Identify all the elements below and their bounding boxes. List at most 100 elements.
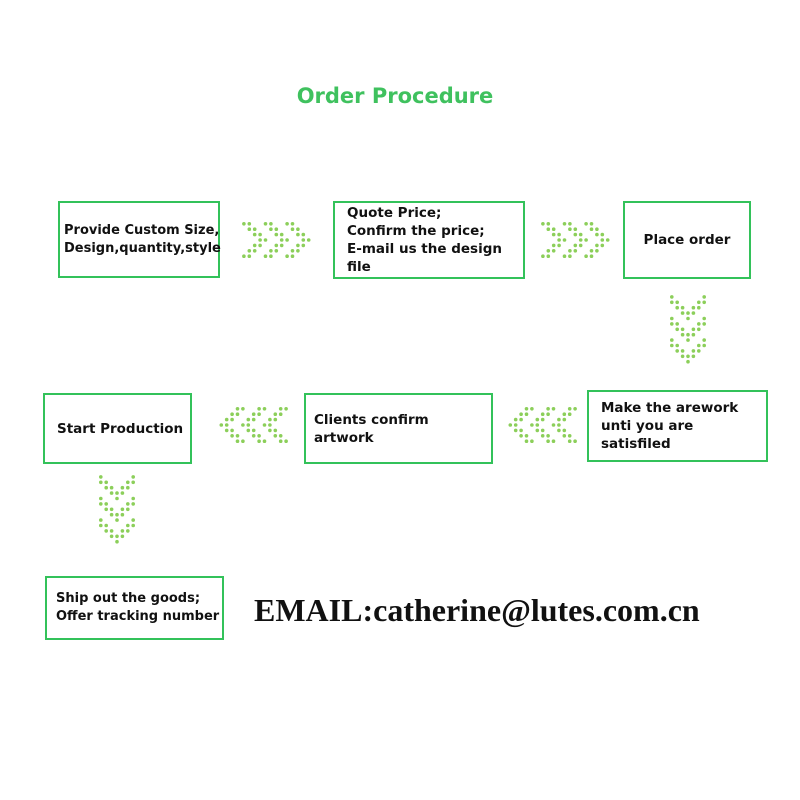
arrow-dot xyxy=(296,249,300,253)
arrow-dot xyxy=(224,423,229,427)
step-place-order: Place order xyxy=(623,201,751,279)
arrow-dot xyxy=(104,502,108,506)
arrow-dot xyxy=(697,349,701,353)
arrow-dot xyxy=(557,232,561,237)
arrow-dot xyxy=(675,349,679,353)
arrow-dot xyxy=(519,428,523,433)
arrow-dot xyxy=(562,238,567,242)
arrow-dot xyxy=(530,423,534,427)
arrow-dot xyxy=(589,222,594,226)
arrow-dot xyxy=(257,439,261,444)
arrow-dot xyxy=(235,439,240,444)
contact-email: EMAIL:catherine@lutes.com.cn xyxy=(254,592,700,628)
arrow-dot xyxy=(235,407,240,411)
arrow-dot xyxy=(273,434,278,438)
arrow-dot xyxy=(519,417,523,422)
arrow-dot xyxy=(285,254,289,258)
arrow-dot xyxy=(126,502,130,506)
arrow-dot xyxy=(268,417,272,422)
arrow-dot xyxy=(296,227,300,231)
arrow-dot xyxy=(296,232,300,237)
arrow-dot xyxy=(686,354,690,359)
arrow-dot xyxy=(242,254,246,258)
arrow-dot xyxy=(697,305,701,310)
arrow-dot xyxy=(551,232,556,237)
arrow-dot xyxy=(670,295,674,299)
arrow-dot xyxy=(230,412,234,417)
arrow-dot xyxy=(131,518,135,522)
arrow-dot xyxy=(99,475,103,479)
arrow-dot xyxy=(567,412,572,417)
arrow-dot xyxy=(595,243,599,248)
arrow-dot xyxy=(230,417,234,422)
arrow-dot xyxy=(562,254,567,258)
arrow-dot xyxy=(584,238,588,242)
arrow-dot xyxy=(109,507,114,512)
arrow-dot xyxy=(257,412,261,417)
arrow-dot xyxy=(115,491,119,495)
step-label: Quote Price; Confirm the price; E-mail u… xyxy=(347,205,502,275)
arrow-dot xyxy=(519,434,523,438)
arrow-dot xyxy=(247,222,252,226)
arrow-dot xyxy=(301,238,306,242)
arrow-dot xyxy=(99,523,103,528)
step-label: Ship out the goods; Offer tracking numbe… xyxy=(56,591,220,624)
arrow-dot xyxy=(568,222,572,226)
arrow-dot xyxy=(535,417,540,422)
arrow-dot xyxy=(546,407,550,411)
step-quote-price: Quote Price; Confirm the price; E-mail u… xyxy=(333,201,525,279)
arrow-dot xyxy=(513,428,518,433)
step-label: Make the arework unti you are satisfiled xyxy=(601,400,739,452)
arrow-dot xyxy=(600,243,605,248)
arrow-dot xyxy=(104,480,108,485)
arrow-dot xyxy=(567,434,572,438)
arrow-dot xyxy=(557,238,561,242)
arrow-dot xyxy=(670,343,674,348)
arrow-dot xyxy=(247,249,252,253)
arrow-dot xyxy=(686,338,690,342)
arrow-dot xyxy=(546,434,550,438)
step-provide-custom-size: Provide Custom Size, Design,quantity,sty… xyxy=(58,201,221,278)
arrow-dot xyxy=(247,254,252,258)
arrow-dot xyxy=(578,243,583,248)
arrow-dot xyxy=(279,232,284,237)
arrow-dot xyxy=(546,249,551,253)
arrow-dot xyxy=(691,311,696,315)
arrow-dot xyxy=(670,322,674,326)
arrow-dot xyxy=(262,407,267,411)
arrow-dot xyxy=(290,249,295,253)
arrow-dot xyxy=(242,222,246,226)
arrow-dot xyxy=(567,439,572,444)
arrow-dot xyxy=(131,496,135,501)
arrow-dot xyxy=(691,332,696,337)
arrow-dot xyxy=(109,529,114,533)
arrow-dot xyxy=(274,227,279,231)
arrow-dot xyxy=(258,232,262,237)
arrow-dot xyxy=(567,407,572,411)
arrow-dot xyxy=(104,507,108,512)
arrow-dot xyxy=(546,227,551,231)
arrow-dot xyxy=(235,412,240,417)
arrow-dot xyxy=(535,428,540,433)
arrow-dot xyxy=(306,238,311,242)
arrow-dot xyxy=(675,300,679,305)
arrow-dot xyxy=(541,254,545,258)
arrow-dot xyxy=(605,238,610,242)
arrow-dot xyxy=(551,249,556,253)
arrow-dot xyxy=(296,243,300,248)
arrow-dot xyxy=(702,295,706,299)
arrow-dot xyxy=(702,322,706,326)
dotted-arrow-down-icon xyxy=(670,295,706,364)
arrow-dot xyxy=(120,507,125,512)
arrow-dot xyxy=(589,254,594,258)
arrow-dot xyxy=(573,243,578,248)
arrow-dot xyxy=(568,227,572,231)
arrow-dot xyxy=(595,232,599,237)
arrow-dot xyxy=(279,243,284,248)
arrow-dot xyxy=(551,243,556,248)
arrow-dot xyxy=(524,407,529,411)
arrow-dot xyxy=(241,439,245,444)
arrow-dot xyxy=(285,238,289,242)
arrow-dot xyxy=(109,491,114,495)
step-ship-out-goods: Ship out the goods; Offer tracking numbe… xyxy=(45,576,224,640)
